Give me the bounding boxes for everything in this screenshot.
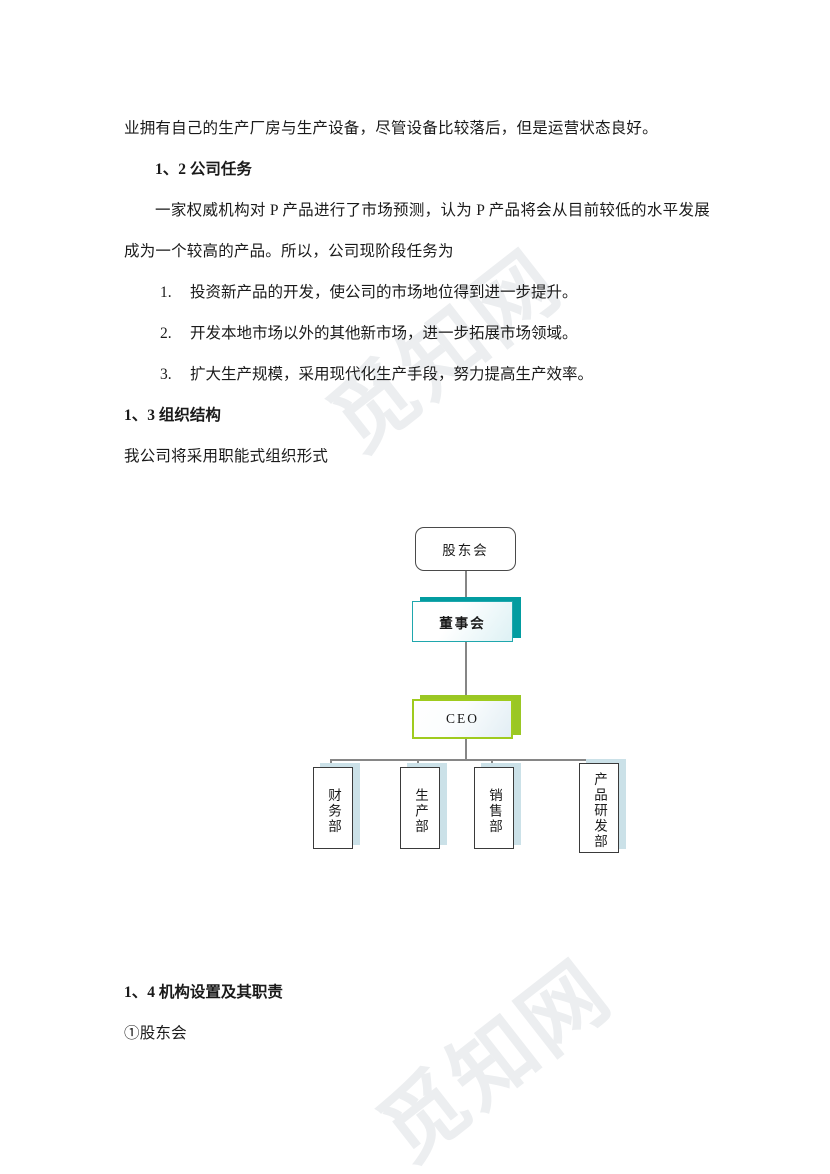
paragraph-1-4-body: ①股东会: [124, 1025, 187, 1042]
connector-shareholders-to-board: [464, 571, 467, 601]
document-tail: 1、4 机构设置及其职责 ①股东会: [124, 972, 710, 1054]
paragraph-intro: 业拥有自己的生产厂房与生产设备，尽管设备比较落后，但是运营状态良好。: [124, 120, 658, 137]
connector-ceo-to-bus: [464, 739, 467, 761]
org-node-production[interactable]: 生产部: [400, 767, 440, 849]
org-node-ceo-label: CEO: [446, 711, 479, 726]
org-node-finance[interactable]: 财务部: [313, 767, 353, 849]
list-item: 开发本地市场以外的其他新市场，进一步拓展市场领域。: [160, 313, 578, 354]
task-list: 投资新产品的开发，使公司的市场地位得到进一步提升。 开发本地市场以外的其他新市场…: [124, 272, 710, 395]
org-node-sales-label: 销售部: [487, 787, 502, 835]
org-node-rnd[interactable]: 产品研发部: [579, 763, 619, 853]
org-node-rnd-label: 产品研发部: [592, 772, 607, 850]
heading-1-3: 1、3 组织结构: [124, 407, 221, 424]
org-node-shareholders-label: 股东会: [442, 543, 489, 558]
org-node-shareholders[interactable]: 股东会: [415, 527, 516, 571]
heading-1-4: 1、4 机构设置及其职责: [124, 984, 283, 1001]
org-node-ceo[interactable]: CEO: [412, 699, 513, 739]
document-body: 业拥有自己的生产厂房与生产设备，尽管设备比较落后，但是运营状态良好。 1、2 公…: [124, 108, 710, 477]
paragraph-1-2-body: 一家权威机构对 P 产品进行了市场预测，认为 P 产品将会从目前较低的水平发展成…: [124, 202, 710, 260]
org-node-sales[interactable]: 销售部: [474, 767, 514, 849]
list-item: 投资新产品的开发，使公司的市场地位得到进一步提升。: [160, 272, 578, 313]
heading-1-2: 1、2 公司任务: [155, 161, 252, 178]
org-node-board-label: 董事会: [439, 615, 486, 631]
connector-board-to-ceo: [464, 642, 467, 699]
paragraph-1-3-body: 我公司将采用职能式组织形式: [124, 448, 329, 465]
org-node-production-label: 生产部: [413, 787, 428, 835]
list-item: 扩大生产规模，采用现代化生产手段，努力提高生产效率。: [160, 354, 594, 395]
connector-department-bus: [331, 759, 598, 762]
org-node-finance-label: 财务部: [326, 787, 341, 835]
org-node-board[interactable]: 董事会: [412, 601, 513, 642]
